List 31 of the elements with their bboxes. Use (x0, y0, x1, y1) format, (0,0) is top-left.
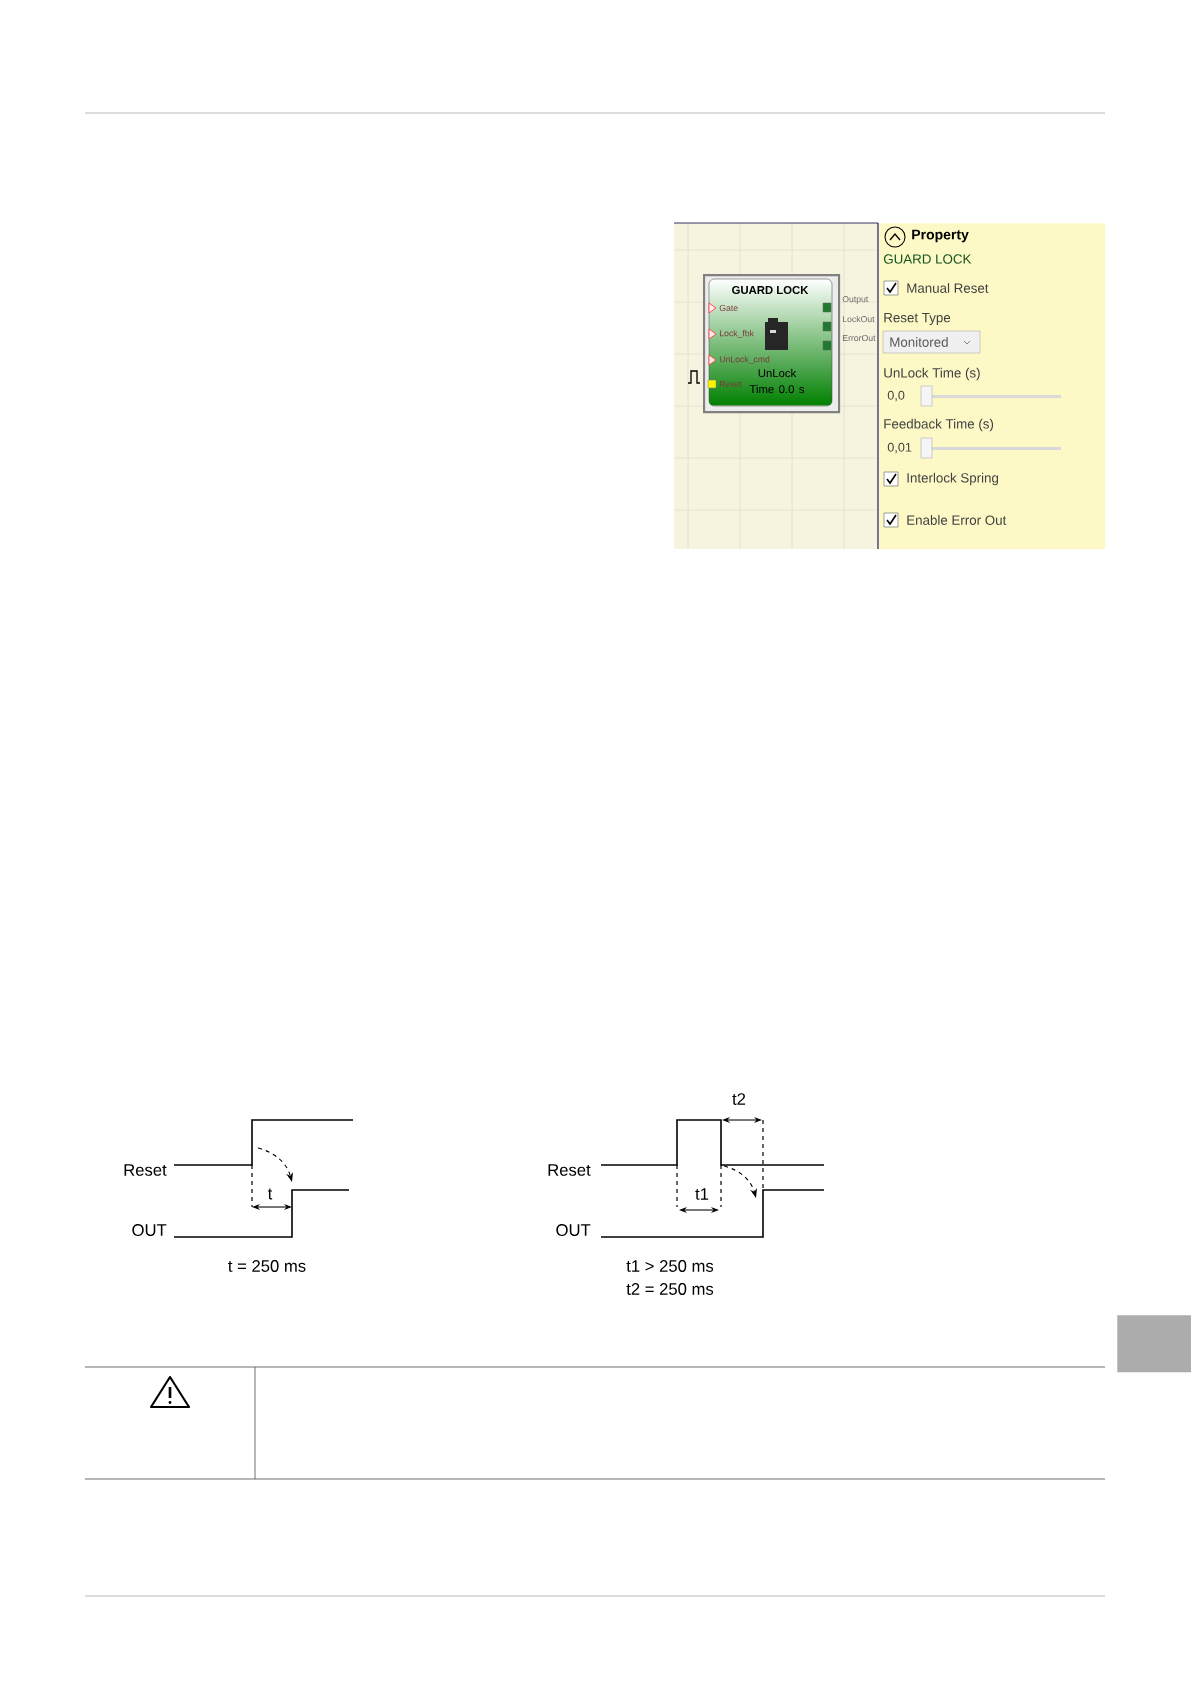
signal-label: t = 250 ms (228, 1260, 306, 1272)
signal-label: OUT (132, 1224, 167, 1236)
pin-label: UnLock_cmd (719, 356, 770, 364)
pin-label: ErrorOut (843, 334, 876, 342)
signal-label: OUT (556, 1224, 591, 1236)
pin-label: Lock_fbk (720, 330, 754, 338)
slider: 0,0 (887, 385, 1061, 407)
signal-label: t2 = 250 ms (626, 1283, 714, 1295)
field-label: GUARD LOCK (883, 254, 972, 264)
checkbox: Interlock Spring (883, 471, 999, 487)
pin-label: Output (842, 296, 869, 304)
field-label: UnLock Time (s) (884, 367, 980, 381)
pin-label: LockOut (843, 315, 875, 323)
pin-label: Reset (720, 381, 742, 388)
signal-label: t1 (695, 1188, 709, 1200)
checkbox: Manual Reset (883, 280, 989, 296)
dropdown: Monitored (882, 330, 981, 354)
block-parameter: UnLock Time 0.0 s (749, 368, 805, 394)
checkbox: Enable Error Out (883, 512, 1007, 528)
section-tab (1117, 1315, 1191, 1373)
slider: 0,01 (887, 437, 1061, 459)
signal-label: t (267, 1188, 273, 1200)
block-title: GUARD LOCK (732, 286, 809, 294)
signal-label: t2 (732, 1093, 746, 1105)
signal-label: t1 > 250 ms (626, 1260, 714, 1272)
signal-label: Reset (124, 1164, 167, 1176)
pin-label: Gate (719, 304, 738, 312)
panel-heading: Property (912, 229, 969, 243)
field-label: Feedback Time (s) (884, 418, 994, 432)
field-label: Reset Type (884, 313, 951, 325)
signal-label: Reset (548, 1164, 591, 1176)
